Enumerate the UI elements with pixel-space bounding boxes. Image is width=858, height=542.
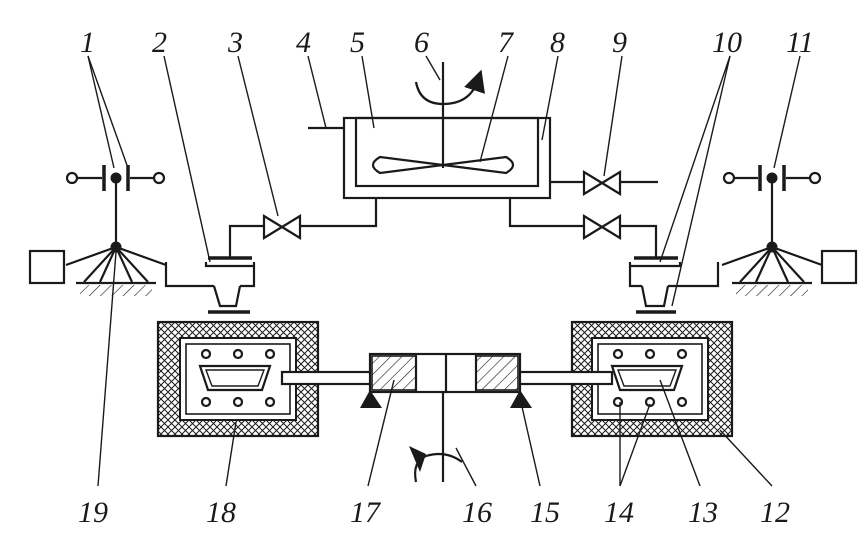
label-19: 19 [78,496,108,529]
label-18: 18 [206,496,236,529]
impeller-blade [371,155,515,175]
valve-right-lower[interactable] [582,214,622,240]
pipe-right-down [620,224,658,258]
label-3: 3 [227,26,243,59]
pipe-left-top [300,198,378,228]
label-13: 13 [688,496,718,529]
callout-labels: 1 2 3 4 5 6 7 8 9 10 11 12 13 14 15 16 1… [78,26,814,529]
switch-left[interactable] [65,165,166,244]
switch-right[interactable] [722,165,822,244]
label-4: 4 [296,26,311,59]
valve-left[interactable] [262,214,302,240]
pipe-left-down [228,224,264,258]
label-5: 5 [350,26,365,59]
pipe-right-lower [508,198,584,228]
rotation-arrow-bottom [414,452,463,483]
rotation-arrow-top [414,69,485,106]
balance-left [28,241,167,296]
label-8: 8 [550,26,565,59]
label-16: 16 [462,496,492,529]
label-14: 14 [604,496,634,529]
pipe-network [228,180,658,258]
label-12: 12 [760,496,790,529]
valve-right-upper[interactable] [582,170,622,196]
label-10: 10 [712,26,742,59]
feeder-left [164,256,256,314]
label-1: 1 [80,26,95,59]
label-6: 6 [414,26,429,59]
label-15: 15 [530,496,560,529]
label-9: 9 [612,26,627,59]
central-drive [280,352,614,483]
feeder-right [628,256,720,314]
balance-right [721,241,858,296]
mixer-vessel [308,62,552,200]
label-2: 2 [152,26,167,59]
label-7: 7 [498,26,515,59]
label-11: 11 [786,26,814,59]
leader-lines [87,55,801,487]
furnace-left [156,320,320,438]
vessel-inner-wall [354,116,540,188]
label-17: 17 [350,496,382,529]
